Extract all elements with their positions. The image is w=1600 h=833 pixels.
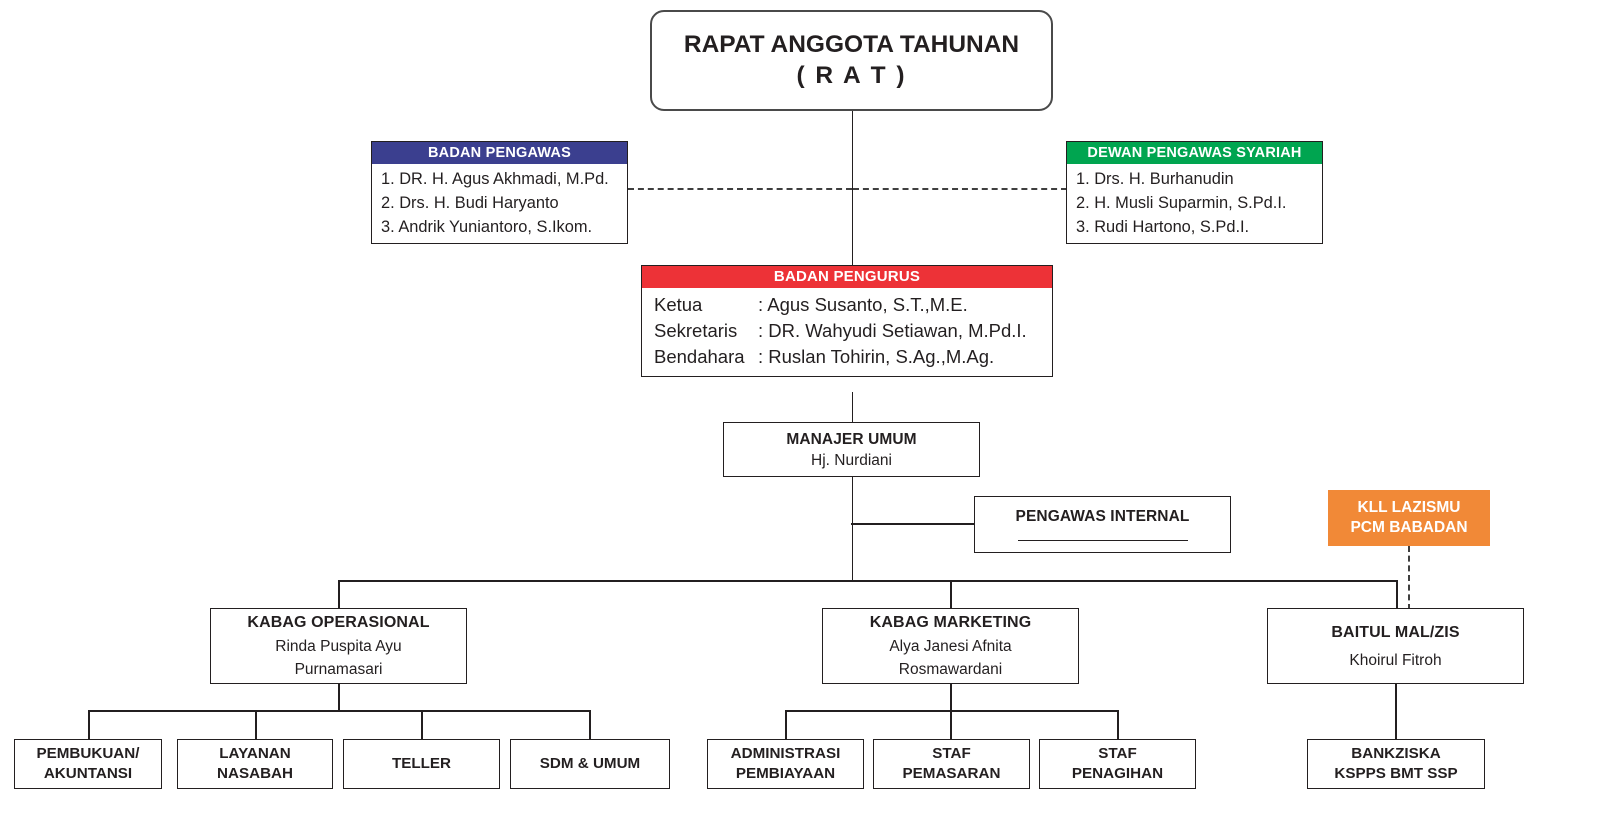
dewan-syariah-member-1: 1. Drs. H. Burhanudin (1076, 170, 1234, 188)
connector-manajer-to-pengawas-internal (851, 523, 975, 525)
pembukuan-line2: AKUNTANSI (43, 765, 133, 782)
badan-pengurus-row-sekretaris: Sekretaris : DR. Wahyudi Setiawan, M.Pd.… (654, 318, 1052, 344)
node-pengawas-internal: PENGAWAS INTERNAL (974, 496, 1231, 553)
badan-pengawas-member-2: 2. Drs. H. Budi Haryanto (381, 194, 559, 212)
penagihan-line1: STAF (1098, 745, 1137, 762)
penagihan-line2: PENAGIHAN (1071, 765, 1164, 782)
kabag-operasional-title: KABAG OPERASIONAL (247, 614, 430, 631)
node-badan-pengawas: BADAN PENGAWAS 1. DR. H. Agus Akhmadi, M… (371, 141, 628, 244)
node-rapat-anggota-tahunan: RAPAT ANGGOTA TAHUNAN ( R A T ) (650, 10, 1053, 111)
root-title-line1: RAPAT ANGGOTA TAHUNAN (683, 30, 1020, 58)
badan-pengurus-row-bendahara: Bendahara : Ruslan Tohirin, S.Ag.,M.Ag. (654, 344, 1052, 370)
node-kabag-marketing: KABAG MARKETING Alya Janesi Afnita Rosma… (822, 608, 1079, 684)
value-sekretaris: : DR. Wahyudi Setiawan, M.Pd.I. (758, 320, 1027, 341)
node-baitul-mal-zis: BAITUL MAL/ZIS Khoirul Fitroh (1267, 608, 1524, 684)
bankziska-line2: KSPPS BMT SSP (1334, 765, 1458, 782)
connector-marketing-drop (950, 684, 952, 711)
connector-to-layanan-nasabah (255, 710, 257, 739)
badan-pengawas-members: 1. DR. H. Agus Akhmadi, M.Pd. 2. Drs. H.… (372, 164, 627, 243)
label-ketua: Ketua (654, 294, 703, 315)
kabag-marketing-name-line2: Rosmawardani (898, 661, 1003, 678)
node-staf-penagihan: STAF PENAGIHAN (1039, 739, 1196, 789)
baitul-mal-title: BAITUL MAL/ZIS (1331, 623, 1460, 641)
node-pembukuan-akuntansi: PEMBUKUAN/ AKUNTANSI (14, 739, 162, 789)
badan-pengurus-row-ketua: Ketua : Agus Susanto, S.T.,M.E. (654, 292, 1052, 318)
administrasi-line1: ADMINISTRASI (730, 745, 841, 762)
connector-to-teller (421, 710, 423, 739)
node-dewan-pengawas-syariah: DEWAN PENGAWAS SYARIAH 1. Drs. H. Burhan… (1066, 141, 1323, 244)
baitul-mal-name: Khoirul Fitroh (1349, 651, 1442, 669)
kabag-marketing-title: KABAG MARKETING (869, 614, 1032, 631)
node-badan-pengurus: BADAN PENGURUS Ketua : Agus Susanto, S.T… (641, 265, 1053, 377)
connector-operasional-bus (88, 710, 590, 712)
pengawas-internal-name-blank (1017, 540, 1188, 541)
badan-pengawas-member-3: 3. Andrik Yuniantoro, S.Ikom. (381, 218, 593, 236)
kabag-operasional-name-line2: Purnamasari (294, 661, 383, 678)
connector-dashed-kll-to-baitul (1408, 546, 1410, 610)
label-bendahara: Bendahara (654, 346, 745, 367)
label-sekretaris: Sekretaris (654, 320, 738, 341)
pembukuan-line1: PEMBUKUAN/ (36, 745, 140, 762)
connector-to-pembukuan (88, 710, 90, 739)
connector-operasional-drop (338, 684, 340, 711)
node-layanan-nasabah: LAYANAN NASABAH (177, 739, 333, 789)
node-kabag-operasional: KABAG OPERASIONAL Rinda Puspita Ayu Purn… (210, 608, 467, 684)
node-manajer-umum: MANAJER UMUM Hj. Nurdiani (723, 422, 980, 477)
pemasaran-line1: STAF (932, 745, 971, 762)
sdm-line1: SDM & UMUM (539, 755, 641, 772)
kll-lazismu-line2: PCM BABADAN (1350, 519, 1468, 536)
badan-pengurus-body: Ketua : Agus Susanto, S.T.,M.E. Sekretar… (642, 288, 1052, 376)
connector-bus-to-kabag-operasional (338, 580, 340, 609)
dewan-pengawas-syariah-members: 1. Drs. H. Burhanudin 2. H. Musli Suparm… (1067, 164, 1322, 243)
node-kll-lazismu: KLL LAZISMU PCM BABADAN (1328, 490, 1490, 546)
pemasaran-line2: PEMASARAN (902, 765, 1001, 782)
manajer-umum-title: MANAJER UMUM (786, 430, 917, 448)
connector-to-bankziska (1395, 684, 1397, 739)
connector-root-to-pengurus (851, 111, 854, 266)
connector-dashed-right (853, 188, 1067, 190)
node-administrasi-pembiayaan: ADMINISTRASI PEMBIAYAAN (707, 739, 864, 789)
connector-to-sdm-umum (589, 710, 591, 739)
kabag-operasional-name-line1: Rinda Puspita Ayu (275, 638, 402, 655)
kll-lazismu-line1: KLL LAZISMU (1357, 499, 1461, 516)
dewan-pengawas-syariah-header: DEWAN PENGAWAS SYARIAH (1067, 142, 1322, 164)
connector-bus-to-kabag-marketing (950, 580, 952, 609)
layanan-line1: LAYANAN (219, 745, 291, 762)
value-bendahara: : Ruslan Tohirin, S.Ag.,M.Ag. (758, 346, 995, 367)
connector-bus-kabag-row (338, 580, 1398, 582)
connector-bus-to-baitul-mal (1396, 580, 1398, 609)
node-staf-pemasaran: STAF PEMASARAN (873, 739, 1030, 789)
teller-line1: TELLER (391, 755, 452, 772)
connector-to-staf-pemasaran (950, 710, 952, 739)
connector-pengurus-to-manajer (851, 392, 854, 423)
node-sdm-umum: SDM & UMUM (510, 739, 670, 789)
connector-to-staf-penagihan (1117, 710, 1119, 739)
kabag-marketing-name-line1: Alya Janesi Afnita (889, 638, 1012, 655)
badan-pengawas-header: BADAN PENGAWAS (372, 142, 627, 164)
node-bankziska-kspps-bmt-ssp: BANKZISKA KSPPS BMT SSP (1307, 739, 1485, 789)
node-teller: TELLER (343, 739, 500, 789)
manajer-umum-name: Hj. Nurdiani (811, 451, 892, 469)
connector-manajer-trunk (851, 477, 854, 581)
connector-dashed-left (628, 188, 852, 190)
administrasi-line2: PEMBIAYAAN (735, 765, 836, 782)
connector-to-administrasi-pembiayaan (785, 710, 787, 739)
value-ketua: : Agus Susanto, S.T.,M.E. (758, 294, 968, 315)
dewan-syariah-member-3: 3. Rudi Hartono, S.Pd.I. (1076, 218, 1250, 236)
dewan-syariah-member-2: 2. H. Musli Suparmin, S.Pd.I. (1076, 194, 1287, 212)
bankziska-line1: BANKZISKA (1351, 745, 1441, 762)
badan-pengawas-member-1: 1. DR. H. Agus Akhmadi, M.Pd. (381, 170, 609, 188)
layanan-line2: NASABAH (217, 765, 293, 782)
root-title-line2: ( R A T ) (796, 61, 907, 89)
pengawas-internal-title: PENGAWAS INTERNAL (1015, 508, 1190, 525)
badan-pengurus-header: BADAN PENGURUS (642, 266, 1052, 288)
